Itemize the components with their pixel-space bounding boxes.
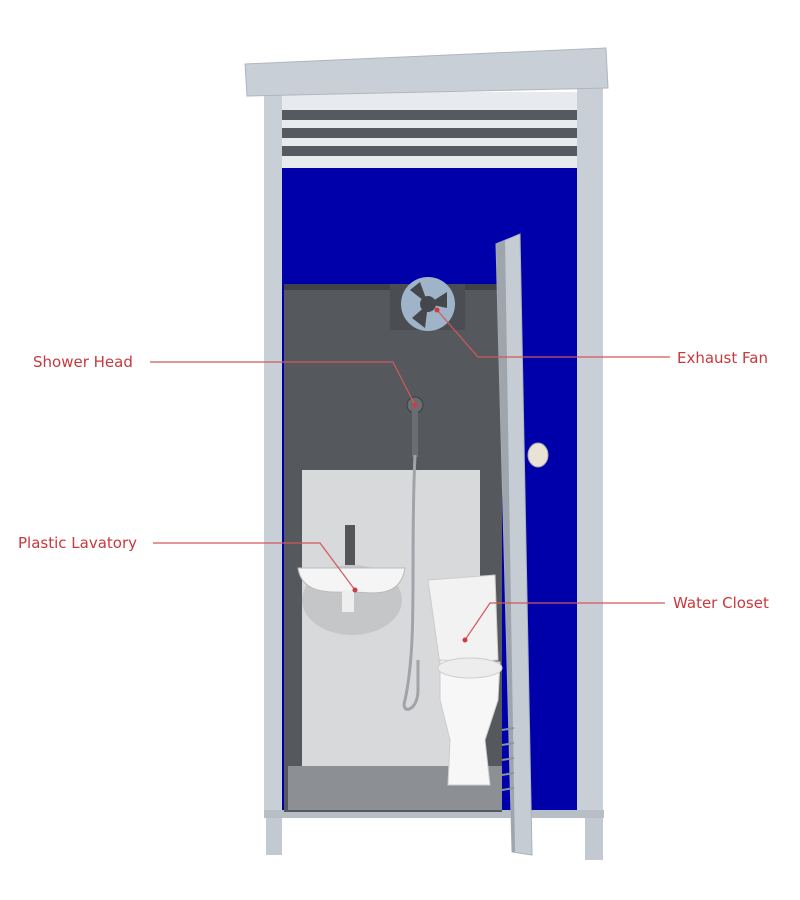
frame-post-left <box>264 88 282 818</box>
shower-head-marker <box>412 402 418 408</box>
plastic-lavatory-label: Plastic Lavatory <box>18 534 138 552</box>
door-handle <box>527 442 549 468</box>
shower-head-leader <box>150 361 416 406</box>
water-closet-label: Water Closet <box>673 594 769 612</box>
plastic-lavatory-leader <box>153 542 356 591</box>
water-closet <box>427 574 503 786</box>
plastic-lavatory-marker <box>352 587 358 593</box>
roof-vents <box>280 92 578 168</box>
shower-head <box>402 396 424 711</box>
exhaust-fan-marker <box>434 307 440 313</box>
roof <box>244 47 609 97</box>
leg-right <box>585 815 603 860</box>
water-closet-marker <box>462 637 468 643</box>
lavatory-sink <box>297 525 406 635</box>
door <box>495 233 549 856</box>
exhaust-fan <box>390 277 465 331</box>
frame-post-right <box>577 88 603 818</box>
water-closet-leader <box>464 602 665 641</box>
exhaust-fan-label: Exhaust Fan <box>677 349 768 367</box>
exhaust-fan-leader <box>436 309 670 358</box>
shower-head-label: Shower Head <box>33 353 133 371</box>
leg-left <box>266 815 282 855</box>
